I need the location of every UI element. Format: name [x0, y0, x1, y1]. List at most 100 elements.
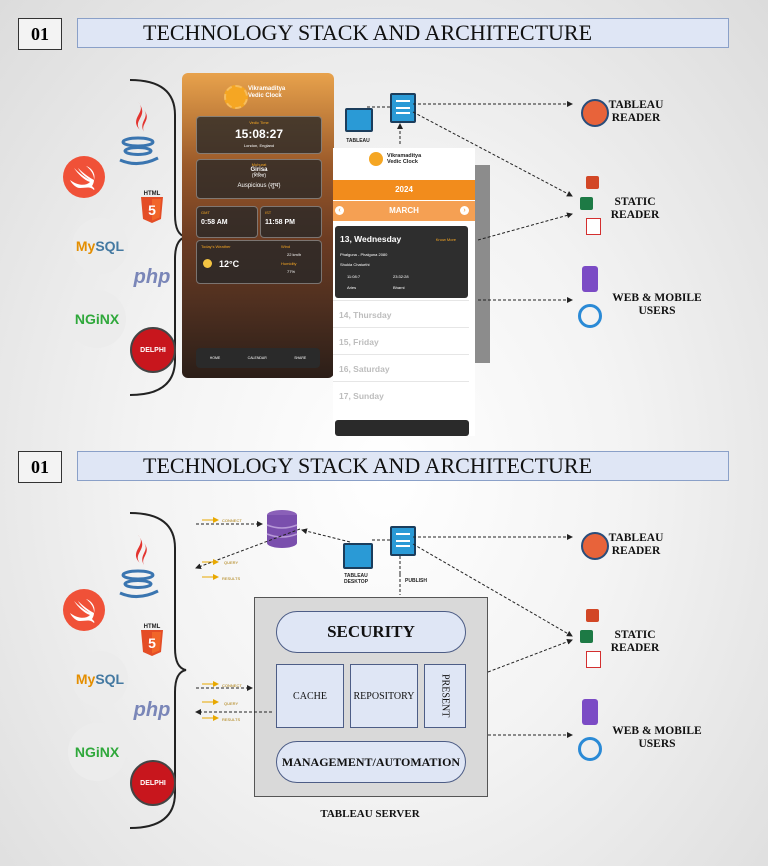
present-label: PRESENT [439, 674, 451, 718]
arrow-label-results: RESULTS [222, 576, 241, 581]
php-logo: php [130, 688, 174, 732]
day-row[interactable]: 15, Friday [333, 327, 469, 354]
cache-box: CACHE [276, 664, 344, 728]
moon-sign: Aries [347, 285, 357, 290]
section-title: TECHNOLOGY STACK AND ARCHITECTURE [77, 451, 729, 481]
pdf-icon [586, 651, 601, 668]
vedic-time-value: 15:08:27 [234, 127, 284, 141]
app-name-line1: Vikramaditya [248, 86, 286, 92]
section-number: 01 [18, 451, 62, 483]
tableau-desktop-icon [345, 108, 373, 132]
weather-label: Today's Weather [201, 244, 231, 249]
arrow-label-query: QUERY [224, 560, 239, 565]
month-label: MARCH [389, 206, 419, 215]
gmt-label: GMT [201, 210, 210, 215]
static-reader-label: STATIC READER [610, 629, 660, 654]
day-row[interactable]: 17, Sunday [333, 381, 469, 408]
next-month-icon[interactable]: › [460, 206, 469, 215]
html5-logo: HTML 5 [130, 620, 174, 664]
mysql-text: MySQL [75, 238, 125, 254]
section-title: TECHNOLOGY STACK AND ARCHITECTURE [77, 18, 729, 48]
mobile-app-icon [582, 699, 598, 725]
app-name-line2: Vedic Clock [387, 159, 418, 165]
connectors-bottom [195, 517, 573, 738]
mysql-text: MySQL [75, 671, 125, 687]
wind-label: Wind [281, 244, 291, 249]
java-logo [110, 531, 168, 603]
year-bar: 2024 [333, 180, 475, 200]
management-box: MANAGEMENT/AUTOMATION [276, 741, 466, 783]
detail-line2: Shukla Chaturthi [340, 262, 370, 267]
swift-logo [63, 156, 105, 198]
delphi-logo: DELPHI [130, 327, 176, 373]
nav-calendar[interactable]: CALENDAR [247, 356, 267, 360]
app-name-line1: Vikramaditya [387, 153, 422, 159]
phone2-backdrop [470, 165, 490, 363]
gmt-time: 0:58 AM [201, 219, 228, 226]
vedic-time-card: Vedic Time 15:08:27 London, England [196, 116, 322, 154]
day-row[interactable]: 16, Saturday [333, 354, 469, 381]
prev-month-icon[interactable]: ‹ [335, 206, 344, 215]
html-text: HTML [143, 623, 161, 630]
security-box: SECURITY [276, 611, 466, 653]
reader-person-icon [581, 532, 609, 560]
svg-text:5: 5 [148, 202, 156, 218]
tableau-server-label: TABLEAU SERVER [320, 808, 420, 820]
connectors-top [366, 101, 573, 303]
day-row[interactable]: 14, Thursday [333, 300, 469, 327]
selected-day-card[interactable]: 13, Wednesday Know More Phalguna - Phalg… [335, 226, 468, 298]
svg-text:5: 5 [148, 635, 156, 651]
sunrise-value: 11:08:7 [347, 274, 361, 279]
php-logo: php [130, 255, 174, 299]
tableau-reader-label: TABLEAU READER [608, 532, 664, 557]
database-icon [266, 510, 298, 548]
swift-icon [70, 166, 95, 190]
mysql-logo: MySQL [72, 218, 128, 274]
tableau-label: TABLEAU [346, 138, 370, 144]
delphi-logo: DELPHI [130, 760, 176, 806]
document-icon [390, 93, 416, 123]
muhurat-label: Muhurat [251, 162, 267, 167]
know-more-link[interactable]: Know More [435, 237, 456, 242]
wind-value: 22 km/h [287, 252, 302, 257]
web-mobile-users-label: WEB & MOBILE USERS [612, 292, 702, 317]
ist-time: 11:58 PM [265, 219, 295, 226]
humidity-value: 77% [287, 269, 296, 274]
swift-logo [63, 589, 105, 631]
delphi-text: DELPHI [140, 346, 166, 354]
nav-home[interactable]: HOME [209, 356, 221, 360]
bottom-nav [335, 420, 469, 436]
muhurat-name: Girisa [250, 167, 268, 173]
temperature: 12°C [219, 259, 240, 269]
location-text: London, England [243, 143, 275, 148]
nav-share[interactable]: SHARE [294, 356, 307, 360]
arrow-label-results: RESULTS [222, 717, 241, 722]
java-icon [119, 535, 159, 598]
nakshatra: Bharni [393, 285, 405, 290]
nginx-text: NGiNX [74, 311, 120, 327]
repository-box: REPOSITORY [350, 664, 418, 728]
month-bar[interactable]: ‹ MARCH › [333, 201, 475, 221]
muhurat-card: Muhurat Girisa (गिरिश) Auspicious (शुभ) [196, 159, 322, 199]
publish-label: PUBLISH [405, 578, 427, 584]
gmt-card: GMT 0:58 AM [196, 206, 258, 238]
ist-card: IST 11:58 PM [260, 206, 322, 238]
nginx-logo: NGiNX [68, 723, 126, 781]
app-name: Vikramaditya Vedic Clock [387, 153, 421, 165]
static-reader-label: STATIC READER [610, 196, 660, 221]
mobile-app-icon [582, 266, 598, 292]
tableau-reader-label: TABLEAU READER [608, 99, 664, 124]
muhurat-quality: Auspicious (शुभ) [237, 183, 281, 189]
tableau-desktop-icon [343, 543, 373, 569]
tableau-desktop-label: TABLEAU DESKTOP [343, 573, 369, 585]
app-screen-clock: Vikramaditya Vedic Clock Vedic Time 15:0… [182, 73, 334, 378]
weather-card: Today's Weather 12°C Wind 22 km/h Humidi… [196, 240, 322, 284]
delphi-text: DELPHI [140, 779, 166, 787]
excel-icon [580, 630, 593, 643]
selected-day-title: 13, Wednesday [340, 234, 402, 244]
html5-logo: HTML 5 [130, 187, 174, 231]
arrow-label-query: QUERY [224, 701, 239, 706]
section-number: 01 [18, 18, 62, 50]
detail-line1: Phalguna - Phalguna 2080 [340, 252, 388, 257]
arrow-label-connect: CONNECT [222, 683, 242, 688]
